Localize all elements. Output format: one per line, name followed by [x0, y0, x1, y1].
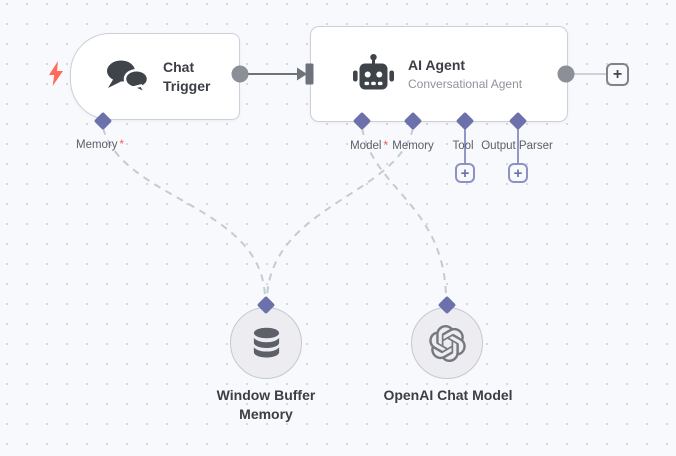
robot-icon [353, 54, 394, 90]
ai-agent-subtitle: Conversational Agent [408, 77, 523, 91]
connection-agent-memory-to-window-buffer[interactable] [266, 127, 414, 298]
node-chat-trigger[interactable]: Chat Trigger [70, 33, 240, 120]
chat-bubbles-icon [107, 60, 150, 95]
connection-agent-model-to-openai[interactable] [361, 127, 447, 298]
add-output-parser-button[interactable]: + [508, 163, 528, 183]
agent-model-port-label: Model* [350, 140, 388, 152]
openai-logo-icon [428, 324, 466, 362]
required-asterisk: * [119, 139, 125, 151]
node-openai-chat-model[interactable] [411, 307, 483, 379]
agent-tool-port-label: Tool [452, 140, 474, 152]
add-next-node-button[interactable]: + [606, 63, 629, 86]
agent-output-parser-port-label: Output Parser [481, 140, 553, 152]
chat-trigger-title: Chat Trigger [163, 58, 211, 94]
connection-arrowhead [297, 67, 307, 81]
add-tool-button[interactable]: + [455, 163, 475, 183]
lightning-bolt-icon [49, 61, 63, 86]
connection-chat-memory-to-window-buffer[interactable] [102, 127, 266, 298]
agent-memory-port-label: Memory [392, 140, 434, 152]
openai-chat-model-label: OpenAI Chat Model [383, 387, 513, 403]
chat-trigger-memory-port-label: Memory* [75, 139, 125, 151]
node-ai-agent[interactable]: AI Agent Conversational Agent [310, 26, 568, 122]
node-window-buffer-memory[interactable] [230, 307, 302, 379]
window-buffer-memory-label: Window Buffer Memory [216, 387, 316, 422]
ai-agent-title: AI Agent [408, 57, 466, 73]
database-icon [253, 327, 279, 357]
required-asterisk: * [383, 140, 388, 152]
